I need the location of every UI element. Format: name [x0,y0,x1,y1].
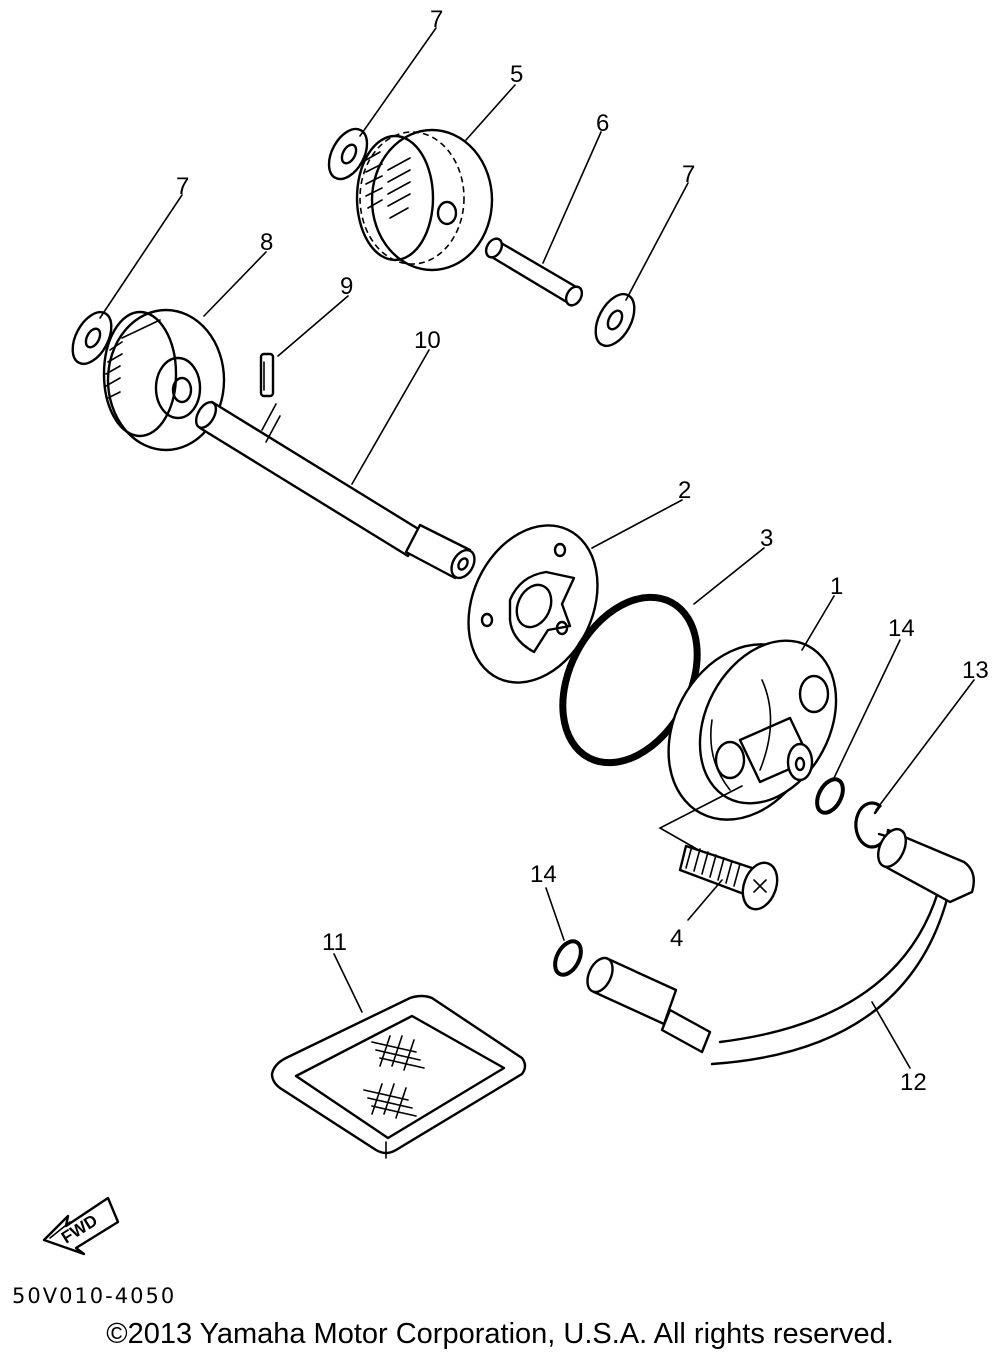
callout-10: 10 [414,327,441,354]
callout-4: 4 [670,925,683,952]
part-1-pump-housing [658,639,838,861]
part-5-gear [355,128,494,272]
callout-14-lower: 14 [530,861,557,888]
forward-arrow-icon: FWD [42,1196,120,1256]
callout-3: 3 [760,525,773,552]
callout-12: 12 [900,1069,927,1096]
part-11-oil-strainer [270,994,527,1159]
copyright-notice: ©2013 Yamaha Motor Corporation, U.S.A. A… [106,1318,894,1350]
leader-lines [99,27,975,1069]
part-7-washer-left [71,310,113,366]
callout-13: 13 [962,657,989,684]
part-6-pin [484,237,584,307]
callout-7-top: 7 [430,6,443,33]
callout-1: 1 [830,573,843,600]
part-10-shaft [194,400,476,580]
callout-6: 6 [596,110,609,137]
callout-numbers: 7 5 6 7 7 8 9 10 2 3 1 14 13 14 4 11 12 [176,6,989,1096]
diagram-code: 50V010-4050 [12,1284,177,1308]
part-7-washer-right [594,292,636,348]
callout-7-left: 7 [176,173,189,200]
callout-2: 2 [678,477,691,504]
callout-9: 9 [340,273,353,300]
part-14-o-ring-right [815,777,845,815]
part-12-oil-pipe [586,827,975,1066]
part-2-plate [467,524,599,684]
callout-14-right: 14 [888,615,915,642]
part-8-gear [102,308,226,452]
part-7-washer-top [327,127,369,181]
callout-5: 5 [510,61,523,88]
part-9-dowel-pin [259,352,275,398]
callout-8: 8 [260,229,273,256]
callout-11: 11 [322,929,347,956]
part-4-screw [678,844,779,911]
part-14-o-ring-lower [553,939,583,977]
callout-7-right: 7 [682,161,695,188]
